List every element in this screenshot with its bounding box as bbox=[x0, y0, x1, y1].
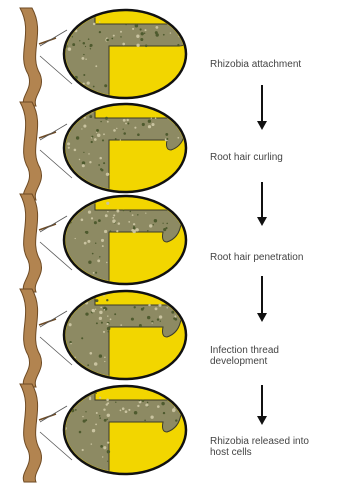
down-arrow-1 bbox=[257, 85, 267, 130]
step-label-rhizobia-attachment: Rhizobia attachment bbox=[210, 59, 348, 70]
magnify-line bbox=[40, 124, 67, 140]
down-arrow-4 bbox=[257, 385, 267, 425]
step-label-root-hair-penetration: Root hair penetration bbox=[210, 252, 348, 263]
step-label-rhizobia-released: Rhizobia released into host cells bbox=[210, 436, 348, 458]
stage-panel bbox=[20, 8, 189, 106]
stage-panel bbox=[20, 194, 186, 292]
root-strand bbox=[20, 102, 56, 200]
root-strand bbox=[20, 8, 56, 106]
root-strand bbox=[20, 384, 56, 482]
magnify-line bbox=[40, 406, 67, 422]
stage-panel bbox=[20, 384, 186, 482]
step-label-infection-thread-development: Infection thread development bbox=[210, 345, 348, 367]
step-label-root-hair-curling: Root hair curling bbox=[210, 152, 348, 163]
magnify-line bbox=[40, 311, 67, 327]
magnify-line bbox=[40, 30, 67, 46]
down-arrow-3 bbox=[257, 276, 267, 322]
magnify-line bbox=[40, 216, 67, 232]
stage-panel bbox=[20, 289, 186, 387]
down-arrow-2 bbox=[257, 182, 267, 226]
root-strand bbox=[20, 194, 56, 292]
stage-panel bbox=[20, 102, 186, 200]
root-strand bbox=[20, 289, 56, 387]
